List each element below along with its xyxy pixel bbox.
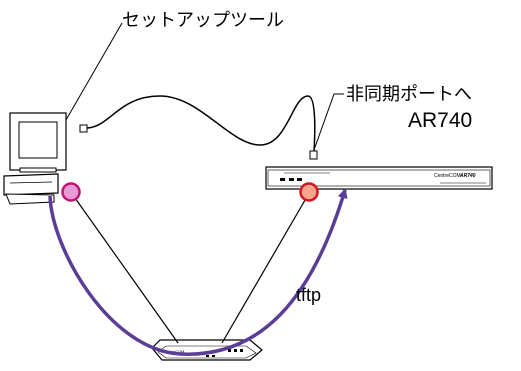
hub-brand-text: CentreCOM xyxy=(163,349,184,354)
serial-cable xyxy=(85,95,316,153)
computer-icon xyxy=(3,112,67,205)
protocol-label: tftp xyxy=(296,285,322,305)
pc-serial-connector xyxy=(79,124,88,133)
router-port-marker xyxy=(299,182,319,202)
router-brand-text: CentreCOM xyxy=(434,173,461,179)
router-hub-cable xyxy=(221,194,309,344)
tftp-transfer-arrow xyxy=(48,188,348,356)
hub-icon: CentreCOM xyxy=(151,339,263,361)
router-serial-connector xyxy=(309,150,318,160)
pc-hub-cable xyxy=(74,197,179,344)
pc-port-marker xyxy=(61,182,81,202)
async-label-leader xyxy=(313,93,344,151)
async-port-label: 非同期ポートへ xyxy=(346,84,472,105)
setup-label-leader xyxy=(65,22,123,121)
router-model-text: AR740 xyxy=(459,173,476,179)
router-icon: CentreCOM AR740 xyxy=(265,166,493,190)
router-model-label: AR740 xyxy=(408,109,473,132)
setup-tool-label: セットアップツール xyxy=(122,10,284,31)
